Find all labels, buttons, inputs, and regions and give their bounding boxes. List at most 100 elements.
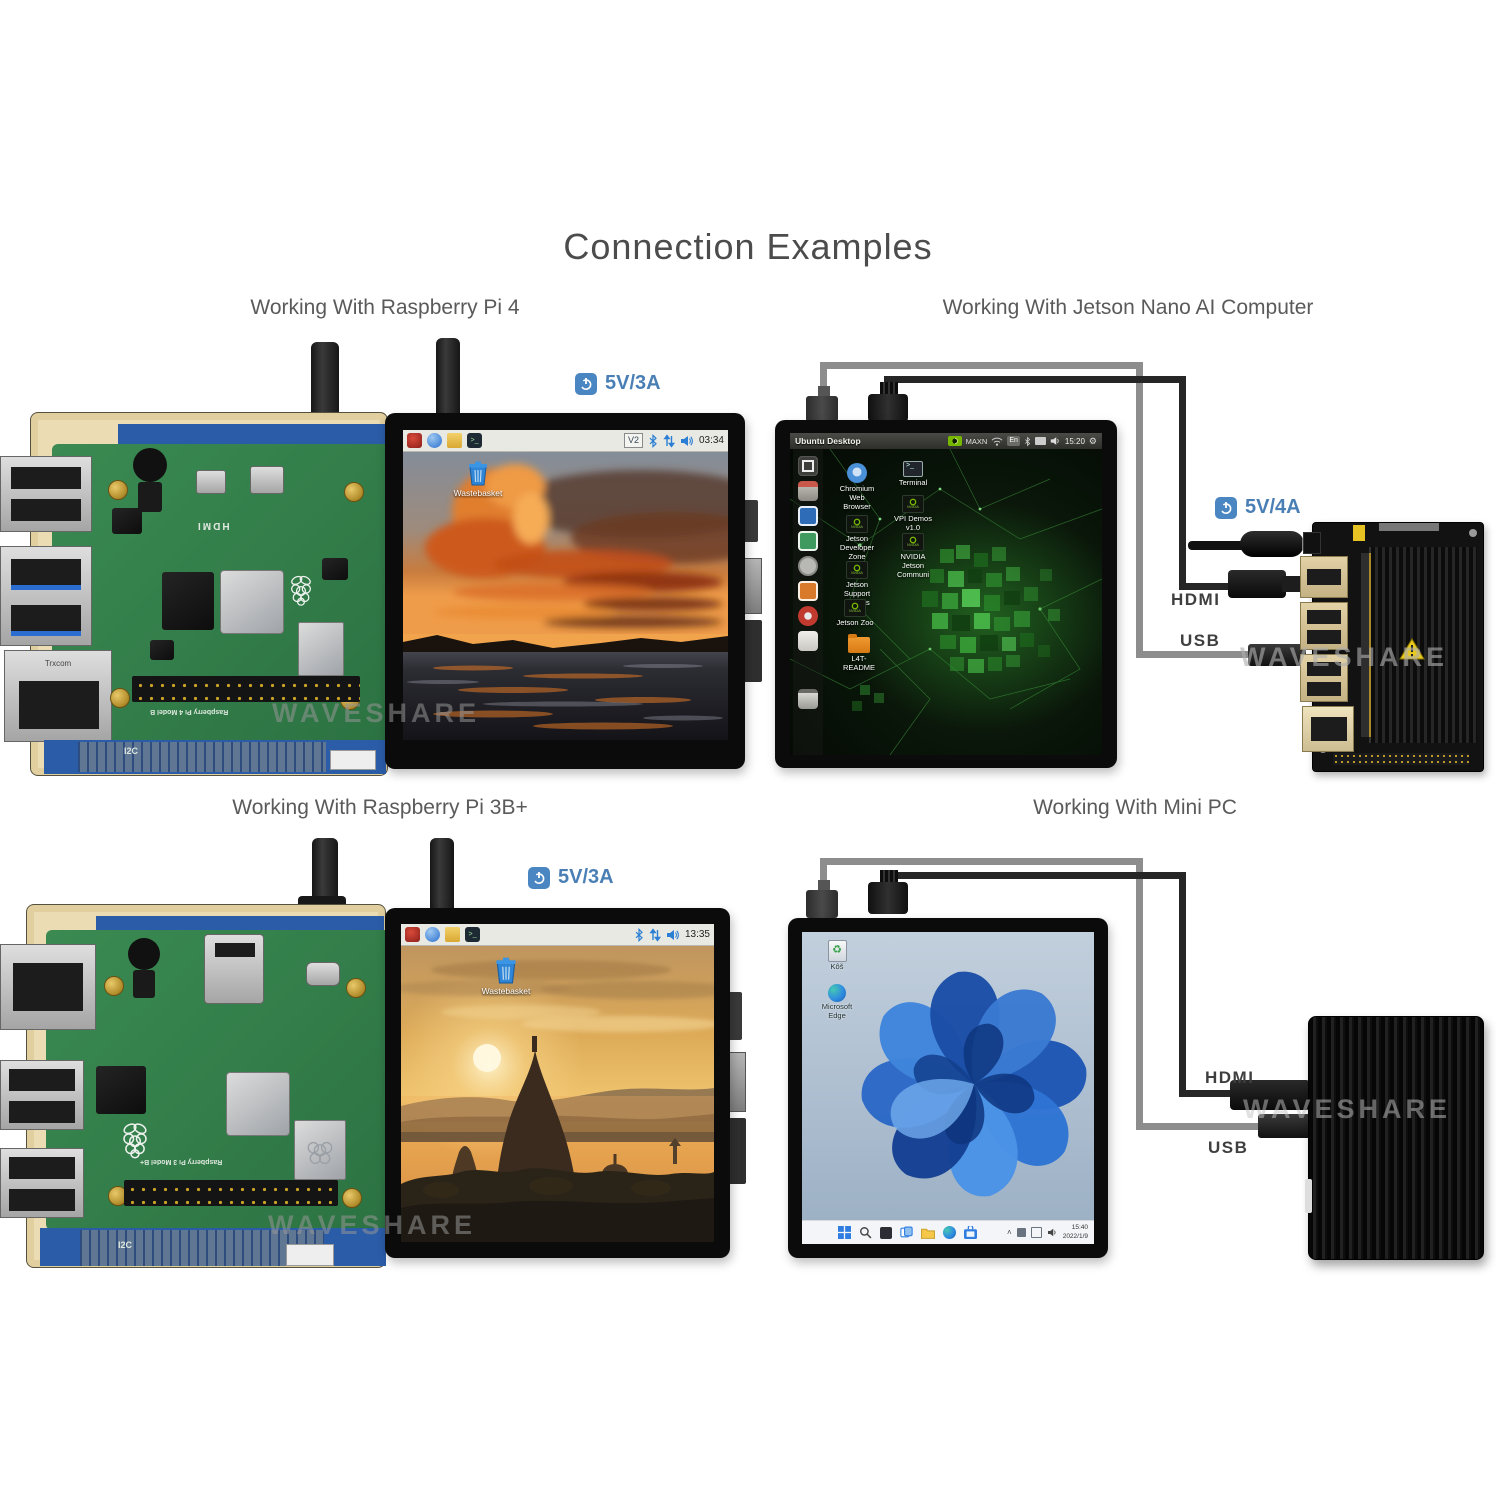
tray-clock: 15:40 2022/1/9 [1063,1224,1088,1240]
browser-globe-icon [425,927,440,942]
launcher-writer-icon [798,506,818,526]
launcher-drawer-icon [798,631,818,651]
usb2-ports [0,456,92,532]
file-manager-icon [445,927,460,942]
tray-battery-icon [1030,1227,1042,1238]
raspberry-menu-icon [405,927,420,942]
keyboard-layout-indicator: En [1007,436,1020,446]
caption-minipc: Working With Mini PC [1033,796,1237,819]
launcher-settings-icon [798,606,818,626]
tray-volume-icon [1047,1228,1056,1237]
launcher-impress-icon [798,581,818,601]
recycle-bin-icon: ♻ [827,940,847,962]
usb-cable-segment [1136,362,1143,658]
power-icon [1215,496,1237,519]
volume-icon [666,929,679,940]
lcd-display-jetson: Ubuntu Desktop MAXN En 15:20 ⚙ [775,420,1117,768]
nvidia-app-icon: NVIDIA [844,599,866,617]
desktop-icon-edge: Microsoft Edge [806,984,868,1020]
micro-hdmi-port [196,470,226,494]
network-arrows-icon [649,927,661,942]
jetson-usb-ports [1300,602,1348,650]
hdmi-cable-segment [1179,1090,1234,1097]
launcher-files-icon [798,481,818,501]
desktop-icon-chromium: Chromium Web Browser [830,463,884,511]
raspbian-taskbar: >_ V2 03:34 [403,430,728,452]
soc-chip [220,570,284,634]
jetson-ethernet-port [1302,706,1354,752]
edge-icon [828,984,846,1002]
version-badge: V2 [623,433,643,448]
performance-mode: MAXN [965,436,988,446]
warning-triangle-icon [1399,637,1425,666]
nvidia-app-icon: NVIDIA [846,515,868,533]
lcd-display-pi4: >_ V2 03:34 Wastebasket [385,413,745,769]
usb-plug [1258,1114,1312,1138]
watermark: WAVESHARE [1240,642,1449,672]
power-rating-text: 5V/3A [558,866,614,888]
standoff [110,688,130,708]
widgets-icon [880,1226,893,1239]
terminal-icon: >_ [465,927,480,942]
wastebasket-desktop-icon: Wastebasket [433,460,523,498]
audio-jack-body [133,970,155,998]
sd-slot-tab [1305,1179,1312,1213]
usb-controller-chip [112,508,142,534]
dc-power-cable [1188,541,1246,550]
mini-pc [1305,1016,1484,1260]
windows-bloom-wallpaper [802,932,1094,1222]
nvidia-app-icon: NVIDIA [902,533,924,551]
desktop-icon-terminal: >_ Terminal [898,461,928,487]
screen-raspbian-sunset: >_ V2 03:34 Wastebasket [403,430,728,740]
ram-chip [162,572,214,630]
desktop-icon-jetson-community: NVIDIA NVIDIA Jetson Communi [886,533,940,579]
caption-pi3b: Working With Raspberry Pi 3B+ [232,796,528,819]
flex-cable [78,742,326,772]
clock: 03:34 [698,435,724,446]
usb-cable-segment [820,858,827,886]
terminal-icon: >_ [467,433,482,448]
pi4-model-silkscreen: Raspberry Pi 4 Model B [150,708,229,715]
screen-ubuntu: Ubuntu Desktop MAXN En 15:20 ⚙ [790,433,1102,755]
hdmi-plug-body [868,394,908,422]
audio-jack [128,938,160,970]
bluetooth-icon [1025,436,1031,446]
usb-ports [0,1148,84,1218]
ubuntu-topbar: Ubuntu Desktop MAXN En 15:20 ⚙ [790,433,1102,449]
nvidia-app-icon: NVIDIA [846,561,868,579]
system-tray: ˄ 15:40 2022/1/9 [1007,1224,1088,1240]
clock: 15:20 [1064,436,1085,446]
wifi-shield [294,1120,346,1180]
jetson-dc-jack [1303,532,1321,554]
usb-label-minipc: USB [1208,1138,1249,1157]
hdmi-plug [1230,1080,1310,1110]
browser-globe-icon [427,433,442,448]
terminal-icon: >_ [903,461,923,477]
small-chip [322,558,348,580]
flex-connector [286,1244,334,1266]
display-cable-pi4 [436,338,460,418]
desktop-icon-recycle-bin: ♻ Kôš [808,940,866,971]
hdmi-label-jetson: HDMI [1171,590,1221,609]
bluetooth-icon [635,927,643,942]
power-icon [575,372,597,395]
pi3-model-silkscreen: Raspberry Pi 3 Model B+ [140,1158,223,1165]
folder-icon [848,634,870,653]
desktop-icon-jetson-zoo: NVIDIA Jetson Zoo [828,599,882,627]
display-cable-pi3b [430,838,454,912]
start-button-icon [838,1226,852,1239]
flex-cable [80,1230,324,1266]
power-rating-pi4: 5V/3A [575,372,661,395]
heatsink [1369,547,1477,743]
caption-pi4: Working With Raspberry Pi 4 [250,296,520,319]
bagan-wallpaper [401,946,714,1242]
volume-icon [1050,437,1059,445]
sodimm-module-edge [1361,553,1371,737]
hdmi-plug-neck [880,382,898,396]
lan-chip [96,1066,146,1114]
hdmi-port [204,934,264,1004]
dc-barrel-plug [1240,531,1304,557]
i2c-silkscreen: I2C [124,746,139,756]
screen-raspbian-bagan: >_ 13:35 Wastebasket [401,924,714,1242]
volume-icon [680,435,693,446]
